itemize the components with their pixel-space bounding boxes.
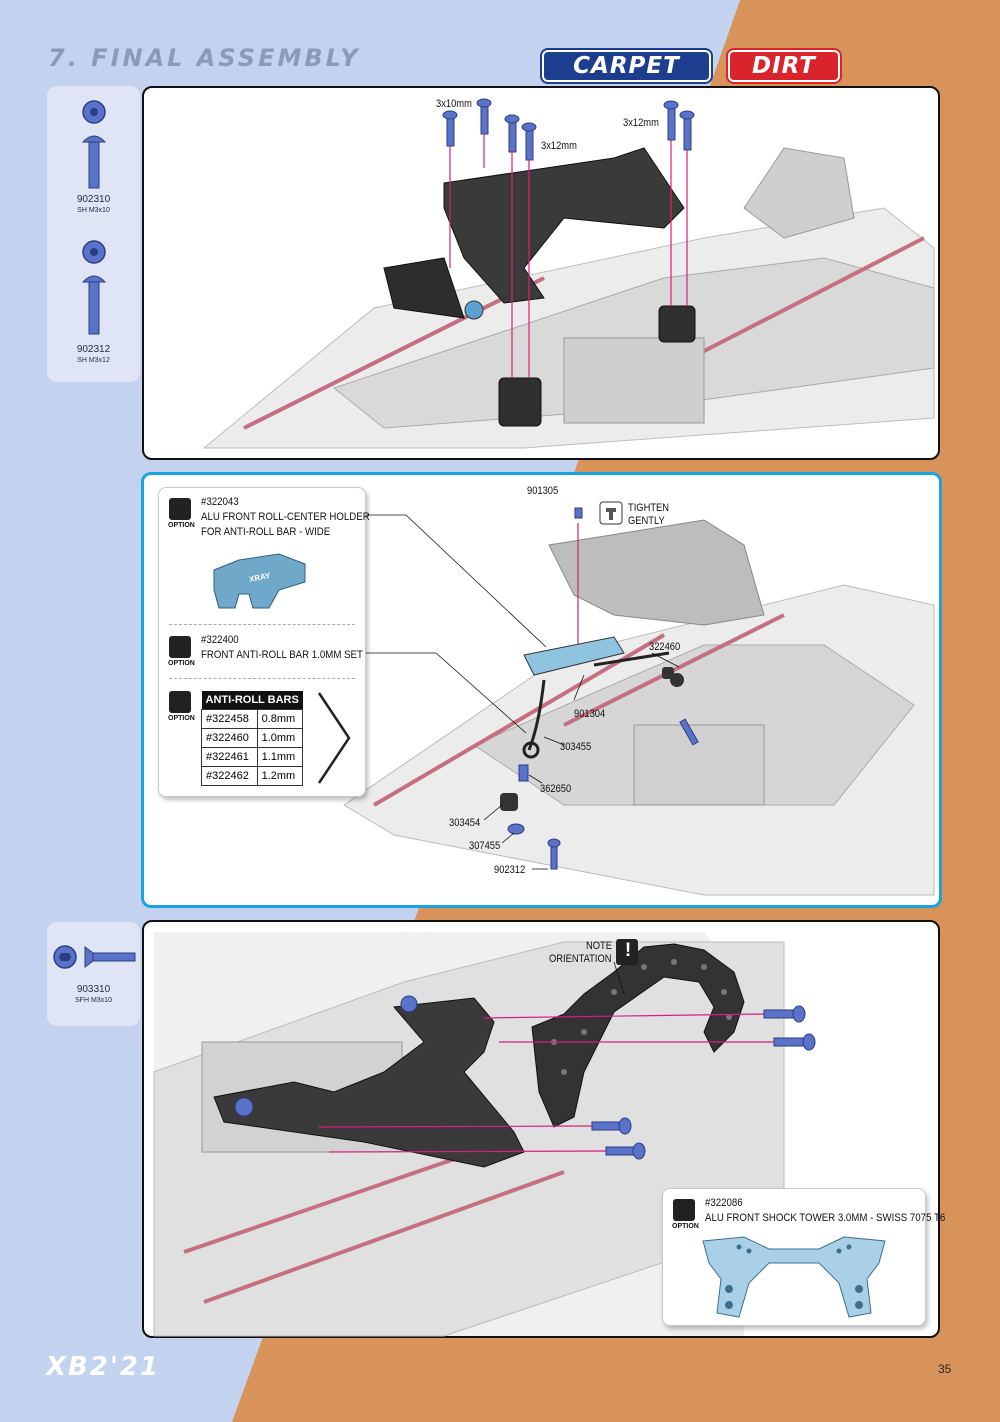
table-header: ANTI-ROLL BARS [201,691,303,710]
part-label-903310: 903310 SFH M3x10 [47,984,140,1006]
option-box-step2: OPTION #322043 ALU FRONT ROLL-CENTER HOL… [158,487,370,797]
thumbs-up-icon [169,636,191,658]
table-cell: #322458 [201,709,258,729]
alu-shock-tower-image [702,1236,886,1318]
exclamation-icon: ! [624,940,632,961]
step2-illustration [343,501,935,896]
thumbs-up-icon [673,1199,695,1221]
page-title: 7. FINAL ASSEMBLY [48,44,361,72]
parts-sidebar-step3: 903310 SFH M3x10 [47,922,140,1026]
option-step3-text: #322086 ALU FRONT SHOCK TOWER 3.0MM - SW… [705,1196,945,1226]
roll-center-holder-image [213,553,306,609]
note-label: NOTE [586,940,612,952]
screw-902310-icon [81,100,107,189]
table-cell: 1.1mm [256,747,304,767]
screw-902312-icon [81,240,107,335]
label-tighten: TIGHTEN [628,502,670,514]
option-box-step3: OPTION #322086 ALU FRONT SHOCK TOWER 3.0… [662,1188,945,1326]
step3-panel: NOTE ORIENTATION ! OPTION #322086 ALU FR… [142,920,945,1338]
thumbs-up-icon [169,498,191,520]
label-303455: 303455 [560,741,592,753]
label-3x10mm: 3x10mm [436,98,472,110]
option-label: OPTION [672,1223,699,1230]
table-cell: #322460 [201,728,258,748]
table-cell: 1.2mm [256,766,304,786]
label-902312: 902312 [494,864,526,876]
step2-panel: 901305 TIGHTEN GENTLY 322460 901304 3034… [141,472,942,908]
option1-line2: FOR ANTI-ROLL BAR - WIDE [201,526,331,538]
option1-code: #322043 [201,496,239,508]
label-3x12mm-right: 3x12mm [623,117,659,129]
parts-sidebar-step1: 902310 SH M3x10 902312 SH M3x12 [47,86,140,382]
option-label: OPTION [168,715,195,722]
page-number: 35 [938,1362,952,1376]
orientation-label: ORIENTATION [549,953,612,965]
anti-roll-bar-shape [317,692,351,784]
table-cell: 1.0mm [256,728,304,748]
option1-line1: ALU FRONT ROLL-CENTER HOLDER [201,511,370,523]
option-label: OPTION [168,660,195,667]
table-cell: 0.8mm [256,709,304,729]
step1-illustration [202,98,935,449]
option2-text: #322400 FRONT ANTI-ROLL BAR 1.0MM SET [201,633,363,663]
option-label: OPTION [168,522,195,529]
part-label-902310: 902310 SH M3x10 [47,194,140,216]
model-logo: XB2'21 [46,1352,161,1382]
label-3x12mm-left: 3x12mm [541,140,577,152]
dirt-badge: DIRT [728,50,840,82]
part-code: 903310 [76,984,111,995]
step1-panel: 3x10mm 3x12mm 3x12mm [142,86,940,460]
screw-903310-icon [53,945,136,969]
label-362650: 362650 [540,783,572,795]
label-303454: 303454 [449,817,481,829]
divider [169,678,355,679]
part-code: 902310 [76,194,111,205]
part-desc: SH M3x12 [77,357,110,364]
label-901305: 901305 [527,485,559,497]
thumbs-up-icon [169,691,191,713]
option2-line1: FRONT ANTI-ROLL BAR 1.0MM SET [201,649,363,661]
part-code: 902312 [76,344,111,355]
label-322460: 322460 [649,641,681,653]
part-desc: SH M3x10 [77,207,110,214]
option-step3-line1: ALU FRONT SHOCK TOWER 3.0MM - SWISS 7075… [705,1212,946,1224]
option-step3-code: #322086 [705,1197,743,1209]
option2-code: #322400 [201,634,239,646]
label-901304: 901304 [574,708,606,720]
label-307455: 307455 [469,840,501,852]
option1-text: #322043 ALU FRONT ROLL-CENTER HOLDER FOR… [201,495,370,540]
part-desc: SFH M3x10 [75,997,112,1004]
table-cell: #322461 [201,747,258,767]
table-cell: #322462 [201,766,258,786]
part-label-902312: 902312 SH M3x12 [47,344,140,366]
divider [169,624,355,625]
label-gently: GENTLY [628,515,665,527]
step3-illustration [153,932,816,1337]
carpet-badge: CARPET [542,50,711,82]
